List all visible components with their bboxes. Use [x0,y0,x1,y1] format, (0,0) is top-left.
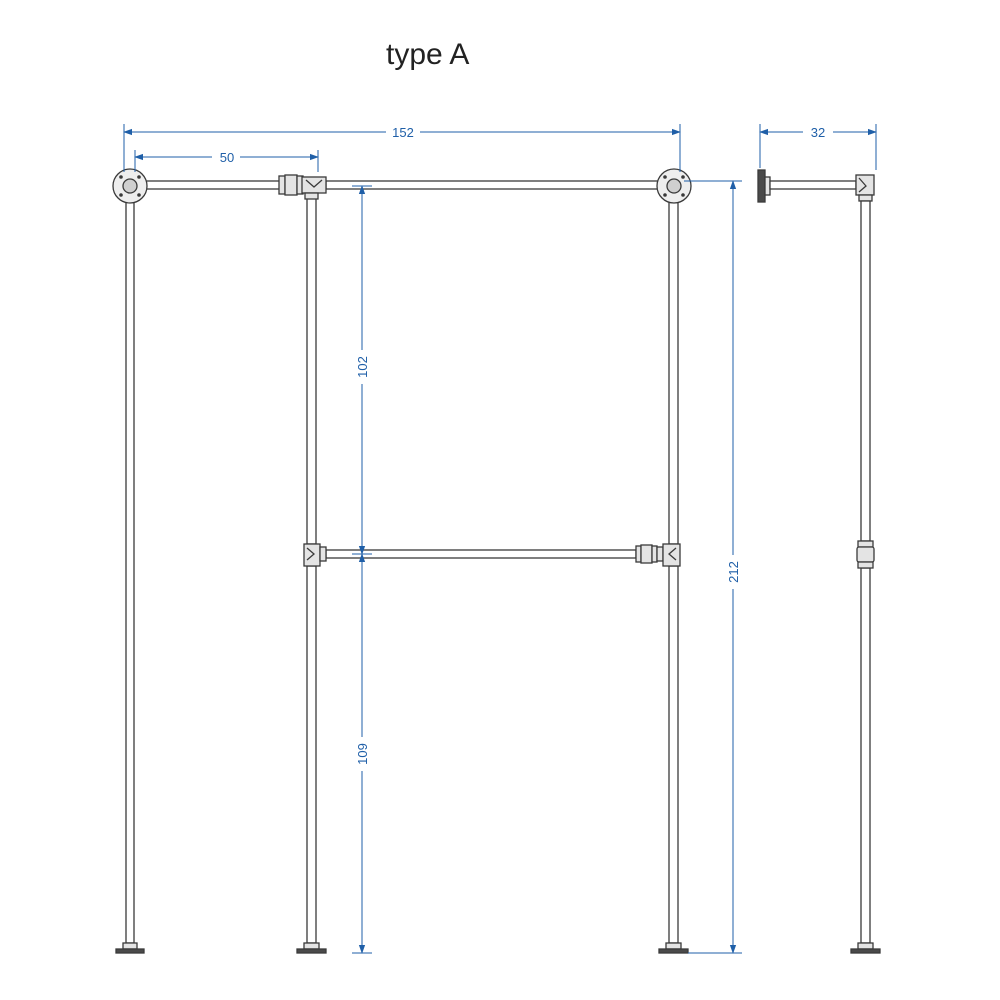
upright-middle-lower [306,565,317,944]
dimension-lines [123,124,877,954]
side-wall-flange [757,169,766,203]
top-rail-right [325,180,669,190]
label-left-section: 50 [220,150,234,165]
floor-base-right [658,942,689,954]
wall-flange-right [656,168,692,204]
floor-base-left [115,942,145,954]
side-middle-fitting [856,540,875,569]
middle-tee-right [656,543,681,567]
upright-left [125,199,135,944]
side-elbow [855,174,875,202]
front-view [112,168,692,954]
middle-tee-left [303,543,327,567]
upright-middle-upper [306,197,317,545]
side-upright-lower [860,567,871,944]
label-total-width: 152 [392,125,414,140]
drawing-title: type A [386,38,470,71]
label-upper-height: 102 [355,356,370,378]
side-floor-base [850,942,881,954]
side-arm [769,180,857,190]
label-total-height: 212 [726,561,741,583]
top-tee-fitting [301,176,327,200]
middle-rail [325,549,637,559]
middle-coupler-right [635,544,658,564]
floor-base-middle [296,942,327,954]
dimension-labels: 152 50 32 102 109 212 [212,124,833,771]
label-depth: 32 [811,125,825,140]
side-view [757,169,881,954]
top-coupler [278,174,304,196]
side-upright-upper [860,200,871,542]
upright-right-upper [668,199,679,545]
upright-right-lower [668,565,679,944]
label-lower-height: 109 [355,743,370,765]
wall-flange-left [112,168,148,204]
top-rail-left [139,180,283,190]
